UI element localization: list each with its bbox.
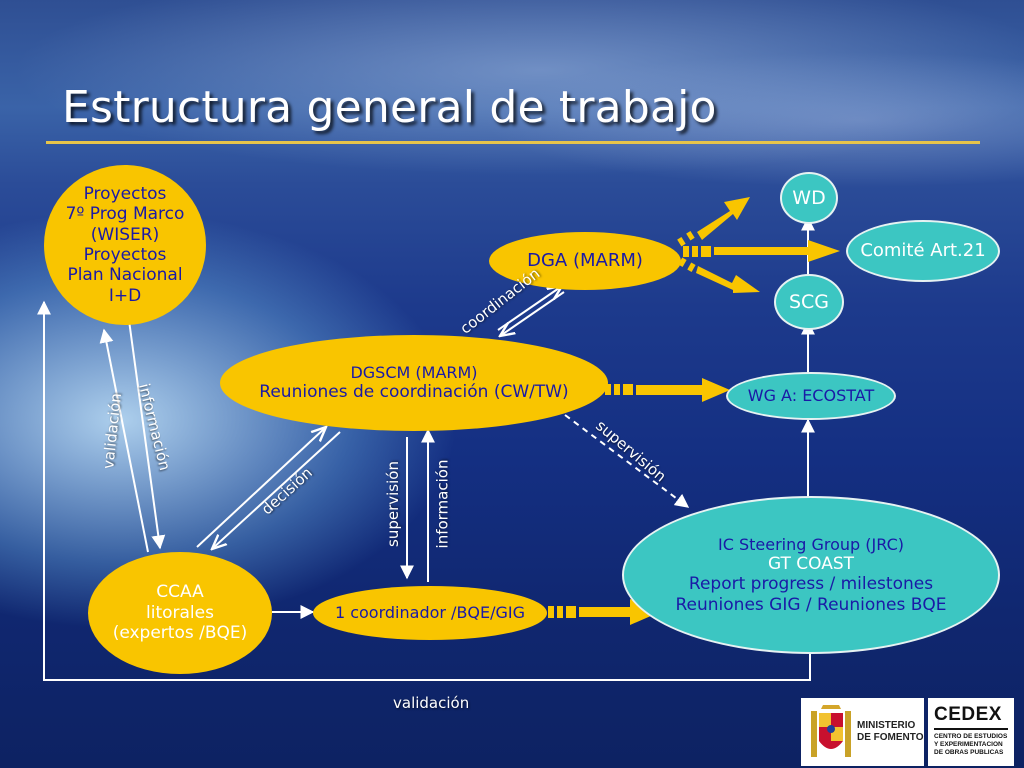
label-informacion-mid: información bbox=[433, 459, 452, 549]
yellow-arrow-wd bbox=[677, 197, 750, 247]
arrow-decision-down bbox=[212, 431, 341, 549]
arrow-validacion-bottom bbox=[37, 300, 811, 681]
arrow-validacion-left-back bbox=[99, 328, 149, 553]
cedex-wordmark: CEDEX bbox=[934, 704, 1002, 725]
yellow-arrow-scg bbox=[678, 257, 760, 293]
node-ccaa: CCAA litorales (expertos /BQE) bbox=[88, 552, 272, 674]
node-coordinador: 1 coordinador /BQE/GIG bbox=[313, 586, 547, 640]
cedex-underline bbox=[934, 728, 1008, 730]
node-scg: SCG bbox=[774, 274, 844, 330]
node-ic-line-1: IC Steering Group (JRC) bbox=[718, 534, 904, 554]
node-proyectos-line-4: Proyectos bbox=[83, 245, 167, 265]
logo-ministerio: MINISTERIO DE FOMENTO bbox=[801, 698, 924, 766]
node-ic-line-2: GT COAST bbox=[767, 554, 855, 574]
ministerio-line-2: DE FOMENTO bbox=[857, 731, 924, 743]
ministerio-text: MINISTERIO DE FOMENTO bbox=[857, 720, 923, 743]
node-proyectos-line-6: I+D bbox=[108, 285, 142, 306]
label-validacion-bottom: validación bbox=[393, 694, 470, 712]
node-dga: DGA (MARM) bbox=[489, 232, 681, 290]
arrow-coordinacion-down bbox=[500, 291, 565, 336]
node-proyectos-line-2: 7º Prog Marco bbox=[65, 204, 185, 225]
node-wga: WG A: ECOSTAT bbox=[726, 372, 896, 420]
node-ic-steering: IC Steering Group (JRC) GT COAST Report … bbox=[622, 496, 1000, 654]
node-dgscm: DGSCM (MARM) Reuniones de coordinación (… bbox=[220, 335, 608, 431]
node-proyectos-line-5: Plan Nacional bbox=[67, 265, 183, 286]
node-comite: Comité Art.21 bbox=[846, 220, 1000, 282]
node-ic-line-3: Report progress / milestones bbox=[688, 574, 934, 595]
node-proyectos-line-1: Proyectos bbox=[83, 183, 167, 204]
node-proyectos: Proyectos 7º Prog Marco (WISER) Proyecto… bbox=[44, 165, 206, 325]
title-rule bbox=[46, 141, 980, 144]
node-wd-label: WD bbox=[792, 186, 826, 209]
ministerio-line-1: MINISTERIO bbox=[857, 720, 916, 731]
node-ic-line-4: Reuniones GIG / Reuniones BQE bbox=[675, 594, 947, 615]
cedex-sub-line-2: Y EXPERIMENTACION bbox=[934, 740, 1003, 748]
node-wd: WD bbox=[780, 172, 838, 224]
cedex-subtext: CENTRO DE ESTUDIOS Y EXPERIMENTACION DE … bbox=[934, 733, 1007, 756]
node-comite-label: Comité Art.21 bbox=[860, 240, 986, 262]
node-dgscm-line-2: Reuniones de coordinación (CW/TW) bbox=[259, 382, 569, 403]
node-wga-label: WG A: ECOSTAT bbox=[747, 386, 875, 406]
node-ccaa-line-3: (expertos /BQE) bbox=[112, 623, 248, 644]
node-dga-label: DGA (MARM) bbox=[527, 250, 643, 272]
node-ccaa-line-1: CCAA bbox=[156, 582, 204, 603]
node-scg-label: SCG bbox=[788, 290, 830, 313]
logo-cedex: CEDEX CENTRO DE ESTUDIOS Y EXPERIMENTACI… bbox=[928, 698, 1014, 766]
node-dgscm-line-1: DGSCM (MARM) bbox=[350, 363, 478, 383]
arrow-decision-up bbox=[196, 427, 326, 548]
label-supervision-mid: supervisión bbox=[383, 461, 402, 547]
slide-title: Estructura general de trabajo bbox=[62, 82, 717, 133]
node-proyectos-line-3: (WISER) bbox=[90, 224, 160, 245]
arrow-supervision-dashed bbox=[564, 414, 690, 508]
node-ccaa-line-2: litorales bbox=[146, 602, 214, 623]
arrow-validacion-left bbox=[127, 312, 166, 550]
cedex-sub-line-1: CENTRO DE ESTUDIOS bbox=[934, 733, 1008, 740]
coat-of-arms-icon bbox=[811, 705, 851, 757]
yellow-arrow-wga bbox=[605, 378, 730, 402]
node-coordinador-label: 1 coordinador /BQE/GIG bbox=[334, 603, 526, 623]
yellow-arrow-comite bbox=[683, 240, 840, 262]
cedex-sub-line-3: DE OBRAS PUBLICAS bbox=[934, 748, 1004, 756]
